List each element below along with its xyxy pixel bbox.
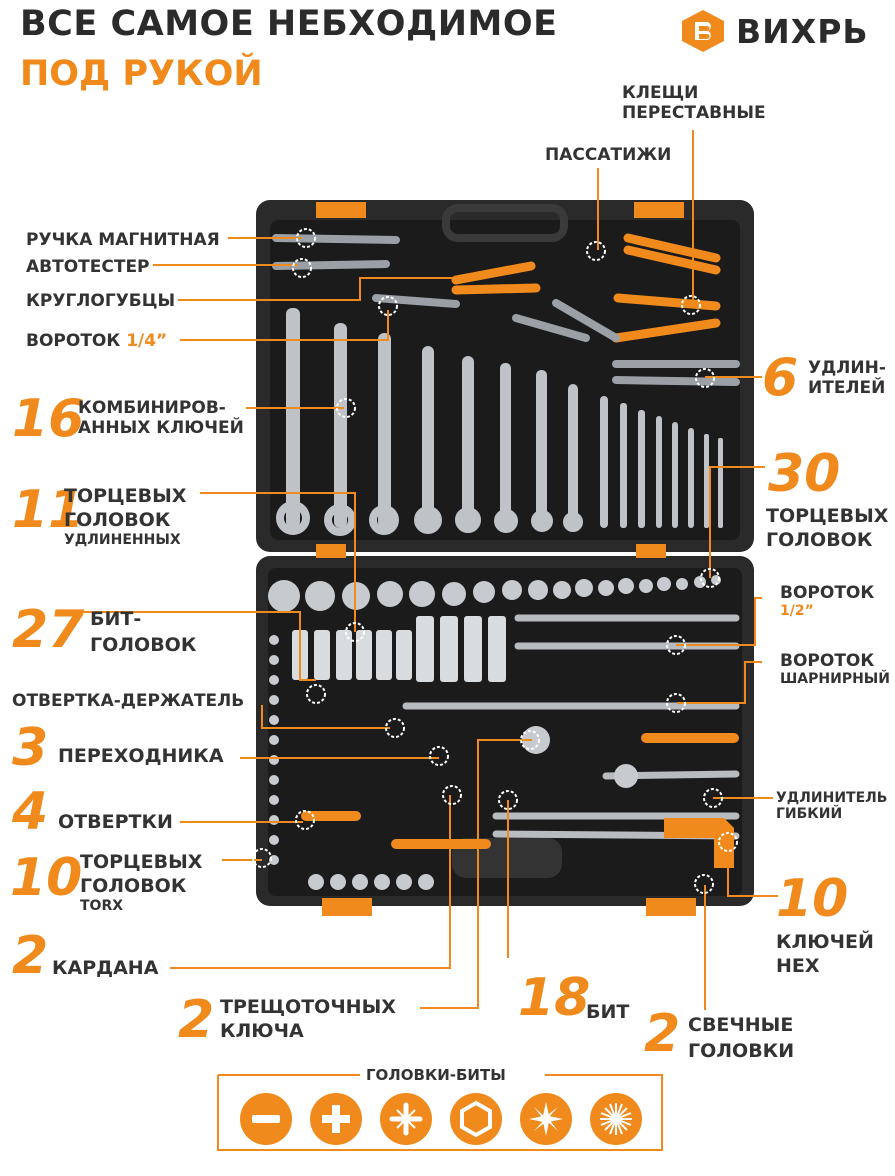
count-otvertki: 4	[12, 782, 49, 842]
count-perekhodnika: 3	[12, 718, 49, 778]
spline-icon	[590, 1093, 642, 1145]
count-torx: 10	[10, 848, 83, 908]
bits-panel-title: ГОЛОВКИ-БИТЫ	[366, 1066, 506, 1084]
hex-icon	[450, 1093, 502, 1145]
label-hex: КЛЮЧЕЙ HEX	[776, 931, 874, 977]
slotted-icon	[240, 1093, 292, 1145]
label-vorotok-14: ВОРОТОК 1/4”	[26, 331, 168, 351]
brand-logo: ВИХРЬ	[678, 8, 883, 54]
count-torts30: 30	[768, 444, 841, 504]
label-udliniteli: УДЛИН- ИТЕЛЕЙ	[808, 358, 886, 398]
label-bit27: БИТ- ГОЛОВОК	[90, 608, 197, 656]
brand-name: ВИХРЬ	[736, 12, 869, 51]
page-title: ВСЕ САМОЕ НЕБХОДИМОЕ	[20, 4, 558, 44]
label-torts11: ТОРЦЕВЫХ ГОЛОВОК УДЛИНЕННЫХ	[64, 485, 187, 548]
brand-hex-icon	[682, 10, 724, 52]
label-kruglogubtsy: КРУГЛОГУБЦЫ	[26, 291, 176, 311]
label-perekhodnika: ПЕРЕХОДНИКА	[58, 745, 224, 767]
torx-icon	[520, 1093, 572, 1145]
label-vorotok-sharn: ВОРОТОК ШАРНИРНЫЙ	[780, 651, 891, 687]
phillips-icon	[310, 1093, 362, 1145]
label-kardana: КАРДАНА	[52, 957, 159, 979]
label-ruchka: РУЧКА МАГНИТНАЯ	[26, 230, 220, 250]
count-udliniteli: 6	[762, 348, 799, 408]
label-vorotok-12: ВОРОТОК 1/2”	[780, 583, 875, 619]
page-subtitle: ПОД РУКОЙ	[20, 54, 263, 94]
label-otvertki: ОТВЕРТКИ	[58, 811, 173, 833]
count-hex: 10	[776, 869, 849, 929]
label-udlinitel-gibkiy: УДЛИНИТЕЛЬ ГИБКИЙ	[776, 790, 888, 822]
count-torts11: 11	[12, 480, 85, 540]
label-bit18: БИТ	[586, 1001, 630, 1023]
count-kombi: 16	[12, 389, 85, 449]
label-otvertka-derzh: ОТВЕРТКА-ДЕРЖАТЕЛЬ	[12, 691, 245, 711]
label-kleshchi: КЛЕЩИ ПЕРЕСТАВНЫЕ	[622, 83, 766, 123]
label-avtotester: АВТОТЕСТЕР	[26, 257, 150, 277]
label-torx: ТОРЦЕВЫХ ГОЛОВОК TORX	[80, 851, 203, 914]
count-bit27: 27	[12, 600, 85, 660]
count-bit18: 18	[518, 968, 591, 1028]
label-torts30: ТОРЦЕВЫХ ГОЛОВОК	[766, 505, 889, 551]
count-svechnye: 2	[644, 1004, 681, 1064]
label-treshch: ТРЕЩОТОЧНЫХ КЛЮЧА	[220, 996, 396, 1042]
label-passatizhi: ПАССАТИЖИ	[545, 145, 672, 165]
label-kombi: КОМБИНИРОВ- АННЫХ КЛЮЧЕЙ	[78, 398, 244, 438]
tool-case-image	[256, 200, 754, 916]
count-kardana: 2	[12, 926, 49, 986]
label-svechnye: СВЕЧНЫЕ ГОЛОВКИ	[688, 1014, 795, 1062]
count-treshch: 2	[178, 990, 215, 1050]
pozidriv-icon	[380, 1093, 432, 1145]
